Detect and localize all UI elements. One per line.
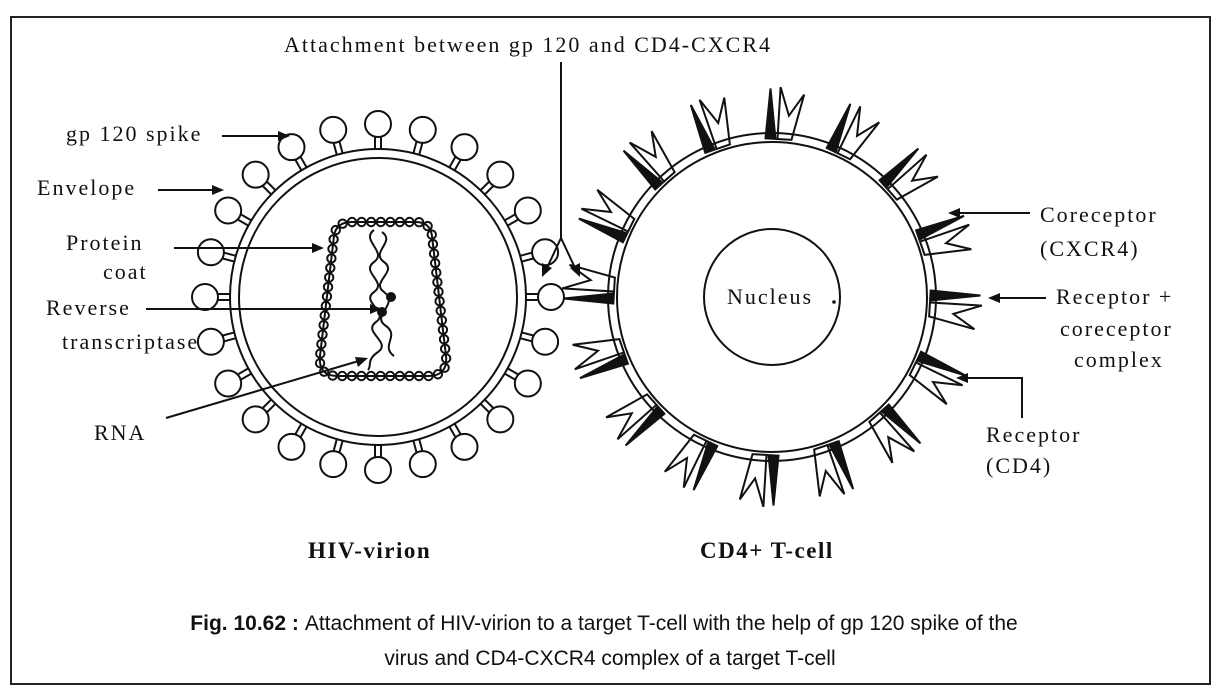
receptor-spike [665,435,717,490]
gp120-spike [481,400,514,433]
gp120-spike [410,439,436,477]
gp120-spike [198,239,236,265]
rna-label: RNA [94,420,146,445]
gp120-spike-label: gp 120 spike [66,121,202,146]
protein-coat-label-2: coat [103,259,148,284]
caption-line-1-text: Attachment of HIV-virion to a target T-c… [305,612,1018,635]
protein-coat-label-1: Protein [66,230,144,255]
reverse-transcriptase-label-1: Reverse [46,295,131,320]
gp120-spike [215,198,251,226]
receptor-spike [562,265,615,304]
caption: Fig. 10.62 : Attachment of HIV-virion to … [190,612,1017,670]
complex-label-1: Receptor + [1056,284,1173,309]
virion-spikes [192,111,564,483]
nucleus-label: Nucleus [727,284,813,309]
gp120-spike [320,439,346,477]
complex-label-3: complex [1074,347,1164,372]
coreceptor-label-2: (CXCR4) [1040,236,1140,261]
t-cell: Nucleus [562,87,982,507]
coreceptor-arrowhead [948,208,960,218]
coreceptor-label-1: Coreceptor [1040,202,1158,227]
virion-envelope-inner [239,158,517,436]
receptor-spike [740,454,779,507]
receptor-label-2: (CD4) [986,453,1052,478]
envelope-arrowhead [212,185,224,195]
gp120-spike [505,368,541,396]
rna-arrowhead [355,357,368,367]
gp120-spike [320,117,346,155]
protein-coat [316,218,450,380]
complex-arrowhead [988,293,1000,303]
nucleus-label-dot [832,300,836,304]
hiv-virion [192,111,564,483]
receptor-label-1: Receptor [986,422,1081,447]
gp120-spike [481,162,514,195]
caption-line-2: virus and CD4-CXCR4 complex of a target … [384,647,835,670]
attachment-label: Attachment between gp 120 and CD4-CXCR4 [284,32,772,57]
gp120-spike [215,368,251,396]
caption-fig-number: Fig. 10.62 : [190,612,299,635]
receptor-spike [624,131,675,189]
gp120-spike [520,239,558,265]
virion-title: HIV-virion [308,538,431,563]
caption-line-1: Fig. 10.62 : Attachment of HIV-virion to … [190,612,1017,635]
gp120-arrowhead [278,131,290,141]
gp120-spike [449,134,477,170]
receptor-spike [766,87,805,140]
attachment-callout: Attachment between gp 120 and CD4-CXCR4 [284,32,772,277]
gp120-spike [279,424,307,460]
receptor-spike [869,405,920,463]
receptor-spike [929,291,982,330]
reverse-transcriptase-label-2: transcriptase [62,329,199,354]
gp120-spike [192,284,230,310]
gp120-spike [410,117,436,155]
attachment-arrow-line [546,62,576,270]
receptor-spike [827,104,879,159]
gp120-spike [198,329,236,355]
rna-strand-left [368,230,382,370]
gp120-spike [449,424,477,460]
gp120-spike [365,111,391,149]
receptor-arrow [962,378,1022,418]
envelope-label: Envelope [37,175,136,200]
receptor-spike [606,394,664,445]
reverse-transcriptase-dot [386,292,396,302]
gp120-spike [243,400,276,433]
gp120-spike [279,134,307,170]
tcell-title: CD4+ T-cell [700,538,834,563]
gp120-spike [505,198,541,226]
receptor-spike [579,190,634,242]
complex-label-2: coreceptor [1060,316,1173,341]
tcell-labels: Coreceptor (CXCR4) Receptor + coreceptor… [948,202,1173,478]
gp120-spike [526,284,564,310]
gp120-spike [243,162,276,195]
receptor-spike [880,149,938,200]
gp120-spike [520,329,558,355]
protein-arrowhead [312,243,324,253]
virion-envelope-outer [230,149,526,445]
gp120-spike [365,445,391,483]
